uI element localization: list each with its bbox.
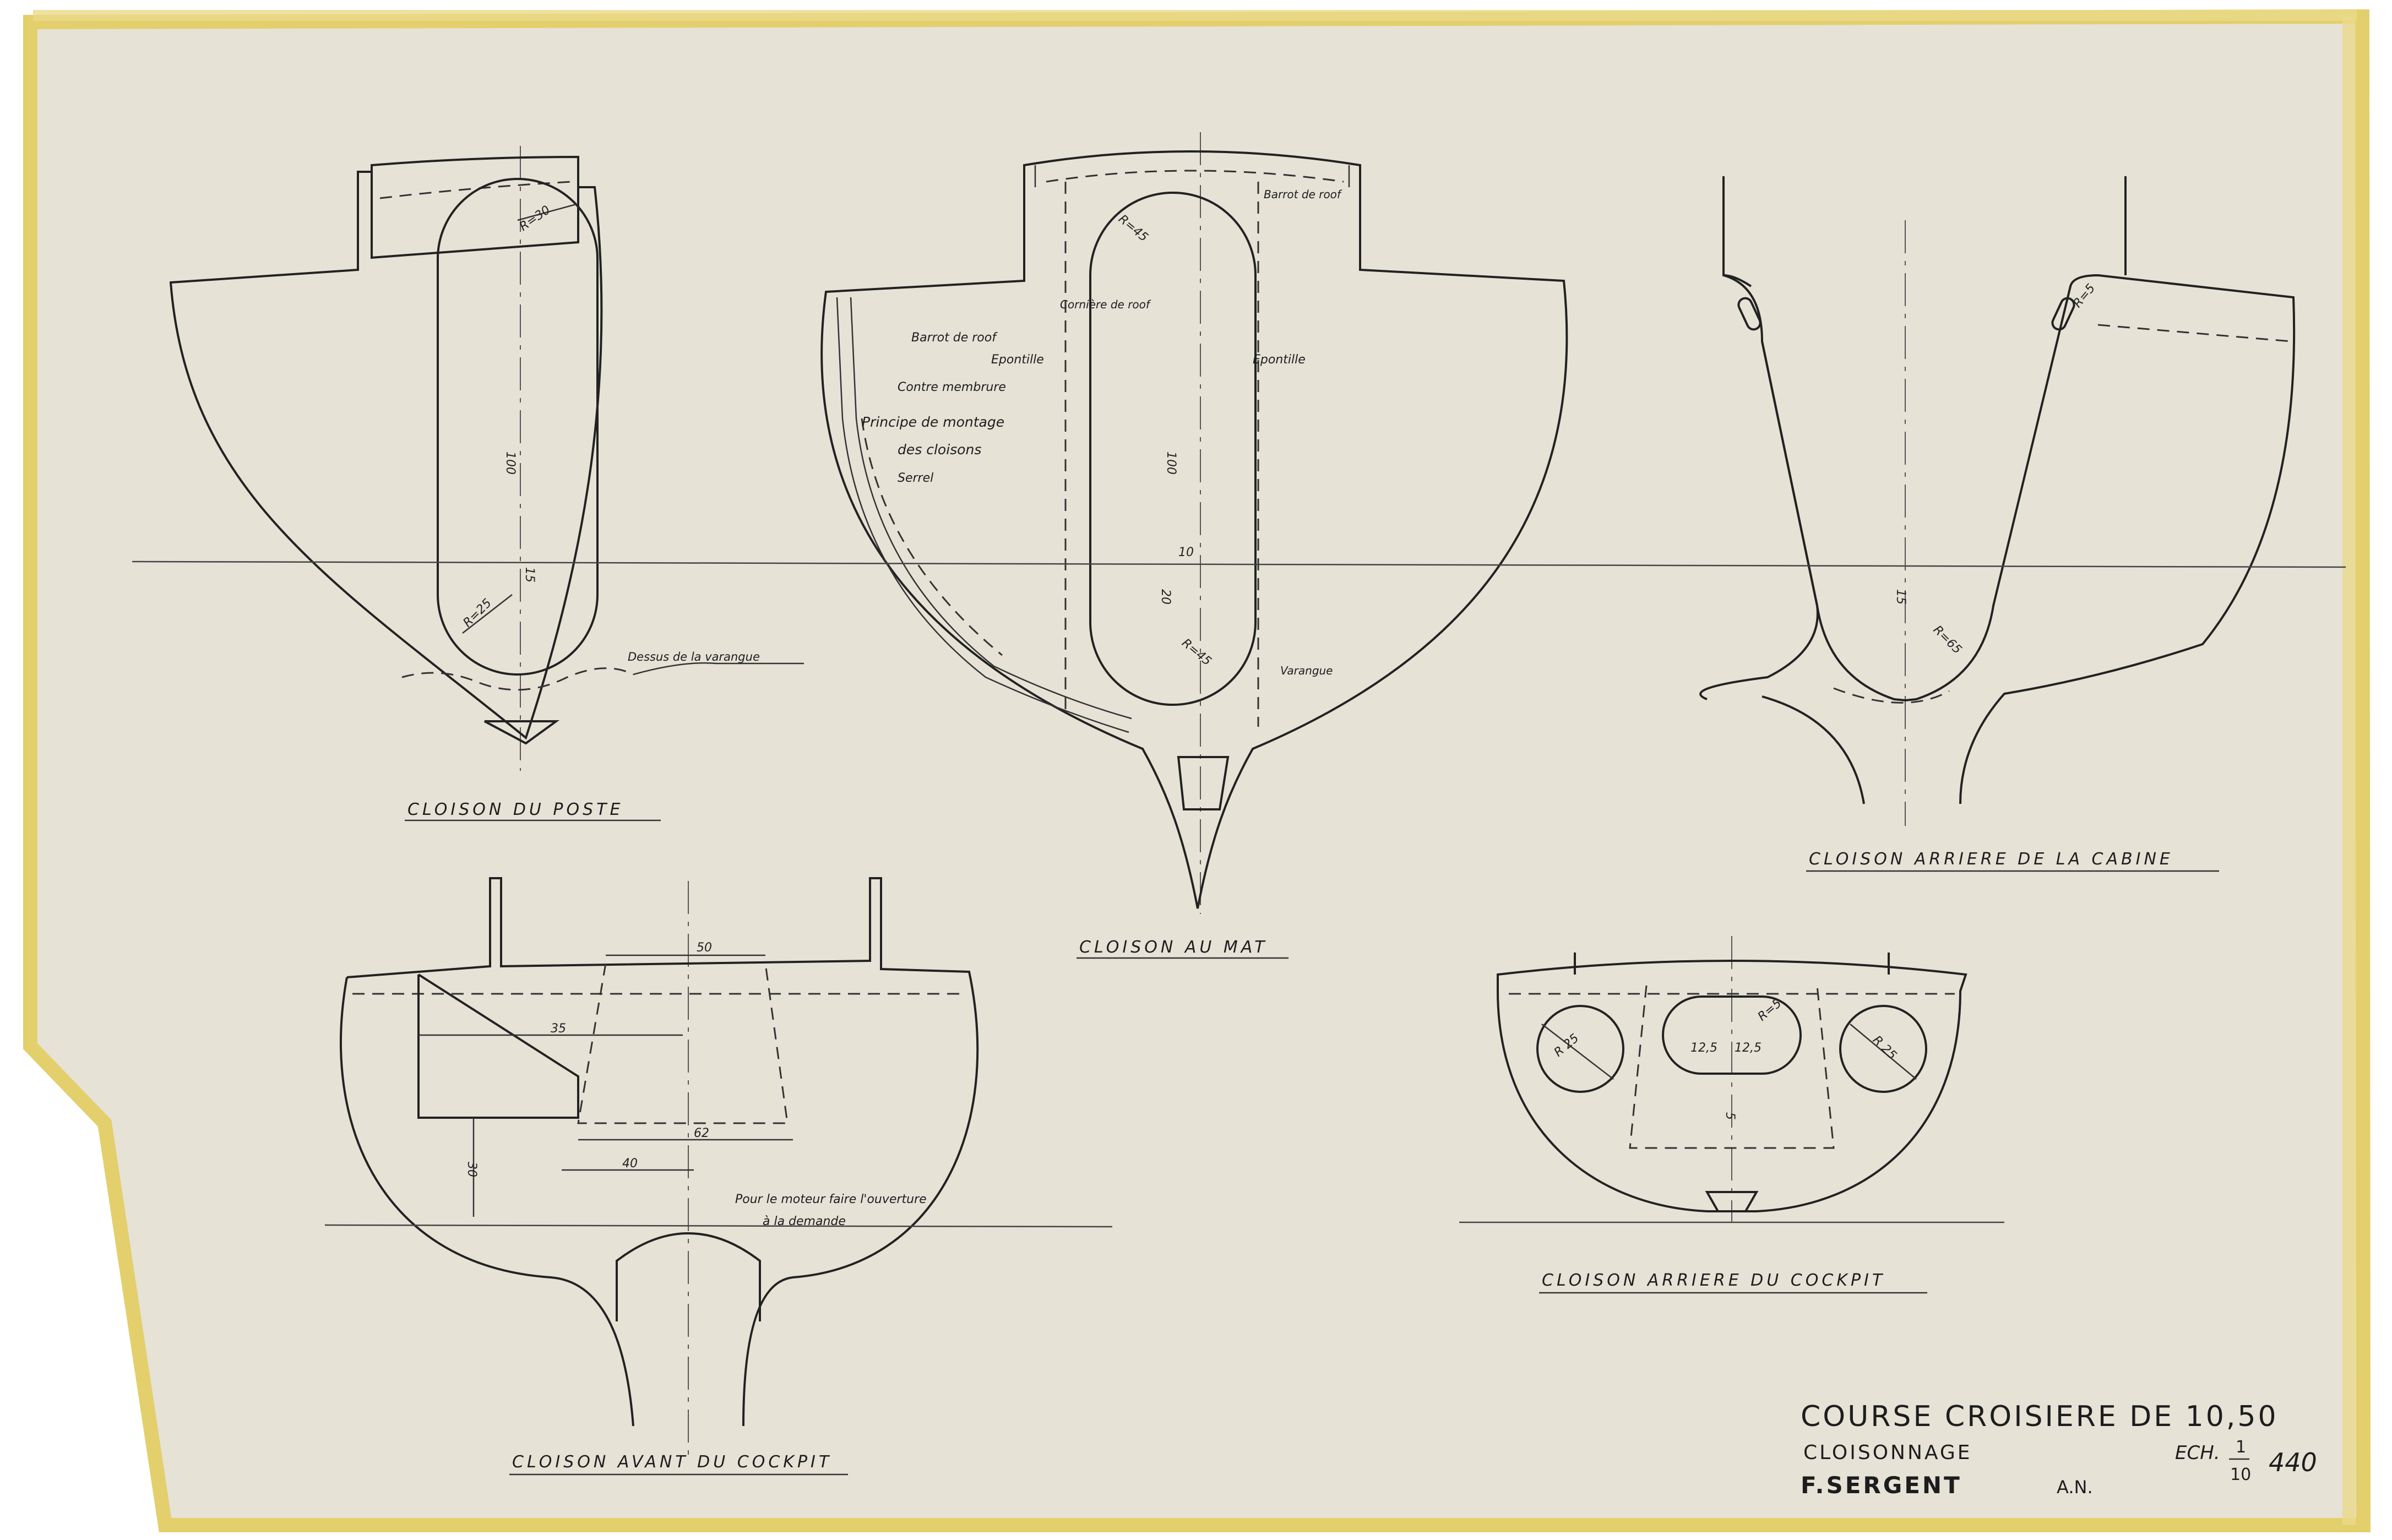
waterline-lower-left <box>324 1224 1113 1228</box>
view-cloison-arriere-cabine: R=5 R=65 15 CLOISON ARRIERE DE LA CABINE <box>1699 176 2296 872</box>
tape-strip-top <box>33 10 2357 21</box>
mat-length: 100 <box>1164 451 1178 475</box>
carriere-c: 5 <box>1723 1112 1737 1120</box>
view-cloison-au-mat: R=45 100 10 20 R=45 Barrot de roof Corni… <box>820 132 1568 959</box>
carriere-title: CLOISON ARRIERE DU COCKPIT <box>1542 1271 1885 1290</box>
paper-background <box>23 9 2371 1532</box>
cavant-title: CLOISON AVANT DU COCKPIT <box>512 1452 832 1472</box>
mat-note-barrot: Barrot de roof <box>911 331 998 345</box>
mat-ten: 10 <box>1178 546 1194 559</box>
drawing-subtitle: CLOISONNAGE <box>1803 1441 1972 1464</box>
mat-twenty: 20 <box>1159 589 1172 605</box>
mat-note-varangue: Varangue <box>1280 664 1333 677</box>
cabine-small: 15 <box>1894 589 1907 605</box>
drawing-title: COURSE CROISIERE DE 10,50 <box>1801 1400 2279 1433</box>
view-cloison-du-poste: R=30 100 R=25 15 Dessus de la varangue C… <box>169 146 804 821</box>
cavant-d40: 40 <box>622 1157 638 1171</box>
poste-title: CLOISON DU POSTE <box>407 800 623 819</box>
waterline-upper <box>132 561 2346 568</box>
scale-denominator: 10 <box>2230 1465 2251 1484</box>
scale-numerator: 1 <box>2236 1438 2246 1457</box>
cavant-d62: 62 <box>694 1127 709 1140</box>
cavant-d35: 35 <box>551 1022 566 1036</box>
mat-note-barrot-top: Barrot de roof <box>1264 188 1342 201</box>
scale-label: ECH. <box>2175 1442 2220 1464</box>
carriere-b: 12,5 <box>1735 1041 1762 1055</box>
mat-note-principe-2: des cloisons <box>898 442 981 458</box>
author: F.SERGENT <box>1801 1472 1962 1499</box>
poste-length: 100 <box>503 451 517 475</box>
cabine-title: CLOISON ARRIERE DE LA CABINE <box>1809 850 2173 869</box>
mat-note-contre-membrure: Contre membrure <box>898 380 1006 394</box>
initials: A.N. <box>2057 1477 2093 1498</box>
title-block: COURSE CROISIERE DE 10,50 CLOISONNAGE EC… <box>1801 1400 2317 1499</box>
mat-note-epontille-left: Epontille <box>991 353 1044 367</box>
mat-title: CLOISON AU MAT <box>1079 938 1268 957</box>
mat-note-epontille-right: Epontille <box>1253 353 1306 367</box>
cavant-note-1: Pour le moteur faire l'ouverture <box>735 1193 927 1206</box>
mat-note-cornier: Cornière de roof <box>1060 298 1151 311</box>
mat-note-principe-1: Principe de montage <box>862 414 1004 430</box>
mat-note-serrel: Serrel <box>898 471 933 485</box>
drawing-number: 440 <box>2269 1448 2317 1477</box>
carriere-a: 12,5 <box>1690 1041 1717 1055</box>
cavant-d30: 30 <box>465 1162 479 1177</box>
poste-small: 15 <box>523 567 536 583</box>
tape-strip-right <box>2342 17 2356 1525</box>
poste-note: Dessus de la varangue <box>628 650 760 663</box>
cavant-d50: 50 <box>697 941 712 955</box>
